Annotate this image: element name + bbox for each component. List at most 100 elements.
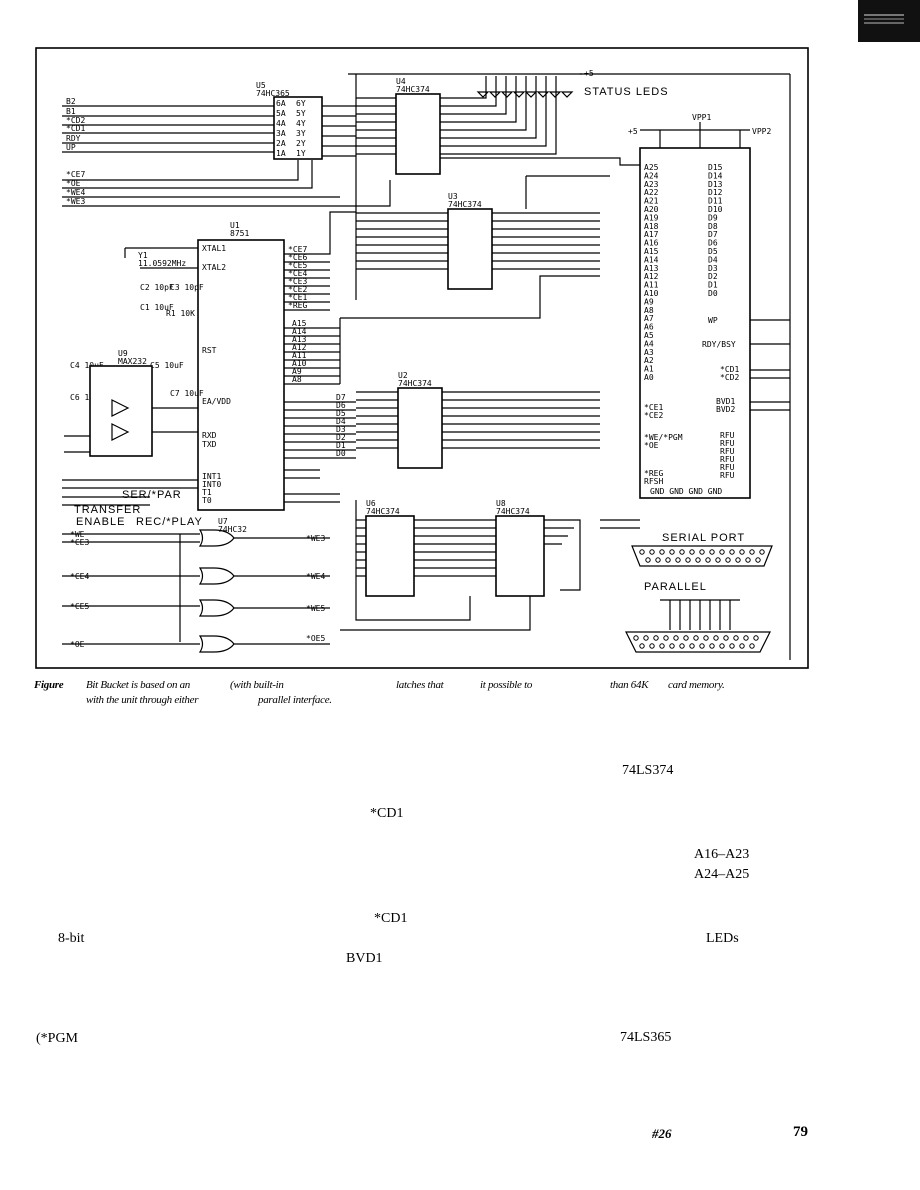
j1-pin-a6: A6 — [644, 323, 654, 332]
corner-scan-artifact — [858, 0, 920, 42]
svg-text:*CE7: *CE7 — [288, 245, 307, 254]
j1-pin-a20: A20 — [644, 205, 659, 214]
body-fragment-4: A24–A25 — [694, 867, 750, 882]
page-number: 79 — [793, 1124, 808, 1140]
body-fragment-10: (*PGM — [36, 1031, 79, 1046]
j1-pin-d1: D1 — [708, 281, 718, 290]
j1-pin-d10: D10 — [708, 205, 723, 214]
svg-text:2A: 2A — [276, 139, 286, 148]
svg-text:REC/*PLAY: REC/*PLAY — [136, 516, 203, 528]
u9-ref: U9 — [118, 349, 128, 358]
u3-ref: U3 — [448, 192, 458, 201]
svg-text:*WE3: *WE3 — [306, 534, 325, 543]
j1-pin-a9: A9 — [644, 297, 654, 306]
svg-text:RDY/BSY: RDY/BSY — [702, 340, 736, 349]
svg-text:5A: 5A — [276, 109, 286, 118]
caption-line1b: (with built-in — [230, 679, 284, 691]
svg-text:TXD: TXD — [202, 440, 217, 449]
svg-text:TRANSFER: TRANSFER — [74, 504, 141, 516]
body-fragment-1: 74LS374 — [622, 763, 674, 778]
svg-text:*CD2: *CD2 — [720, 373, 739, 382]
svg-text:*WE4: *WE4 — [306, 572, 325, 581]
issue-number: #26 — [652, 1126, 672, 1141]
u9-part: MAX232 — [118, 357, 147, 366]
svg-text:A11: A11 — [292, 351, 307, 360]
u4-chip — [395, 93, 441, 175]
svg-text:C5 10uF: C5 10uF — [150, 361, 184, 370]
body-fragment-3: A16–A23 — [694, 847, 750, 862]
svg-text:RFU: RFU — [720, 463, 735, 472]
svg-text:*CE5: *CE5 — [70, 602, 89, 611]
svg-text:*CD1: *CD1 — [66, 124, 85, 133]
u8-chip — [495, 515, 545, 597]
svg-text:*CE2: *CE2 — [644, 411, 663, 420]
svg-text:2Y: 2Y — [296, 139, 306, 148]
serial-pin — [645, 557, 651, 563]
svg-text:B1: B1 — [66, 107, 76, 116]
svg-text:*REG: *REG — [644, 469, 663, 478]
svg-text:RFU: RFU — [720, 455, 735, 464]
u5-pins: 6A 5A 4A 3A 2A 1A 6Y 5Y 4Y 3Y 2Y 1Y — [276, 99, 306, 158]
svg-text:3Y: 3Y — [296, 129, 306, 138]
serial-pin — [755, 557, 761, 563]
j1-gnd-label: GND GND GND GND — [650, 487, 722, 496]
serial-pin — [689, 549, 695, 555]
svg-text:*WE5: *WE5 — [306, 604, 325, 613]
j1-right-ctrl-labels: WP RDY/BSY *CD1 *CD2 BVD1 BVD2 RFU RFU R… — [702, 316, 739, 480]
svg-text:A9: A9 — [292, 367, 302, 376]
j1-pin-d8: D8 — [708, 222, 718, 231]
serial-pin — [679, 549, 685, 555]
serial-pin — [715, 557, 721, 563]
svg-text:D2: D2 — [336, 433, 346, 442]
svg-text:5Y: 5Y — [296, 109, 306, 118]
caption-line1e: than 64K — [610, 679, 649, 691]
u5-ref: U5 — [256, 81, 266, 90]
j1-pin-d2: D2 — [708, 272, 718, 281]
svg-text:*REG: *REG — [288, 301, 307, 310]
j1-ctrl-labels: *CE1 *CE2 *WE/*PGM *OE *REG RFSH — [644, 403, 683, 486]
j1-pin-a21: A21 — [644, 197, 659, 206]
parallel-pin — [649, 643, 655, 649]
u8-ref: U8 — [496, 499, 506, 508]
svg-text:D6: D6 — [336, 401, 346, 410]
j1-pin-a22: A22 — [644, 188, 659, 197]
u5-chip — [273, 96, 323, 160]
svg-text:1A: 1A — [276, 149, 286, 158]
j1-pin-d0: D0 — [708, 289, 718, 298]
u3-wires — [356, 175, 610, 270]
u2-chip — [397, 387, 443, 469]
svg-text:SER/*PAR: SER/*PAR — [122, 489, 182, 501]
parallel-pin — [699, 643, 705, 649]
u6-ref: U6 — [366, 499, 376, 508]
u2-part: 74HC374 — [398, 379, 432, 388]
u6-chip — [365, 515, 415, 597]
j1-pin-a17: A17 — [644, 230, 659, 239]
svg-text:B2: B2 — [66, 97, 76, 106]
body-fragment-5: 8-bit — [58, 931, 85, 946]
u1-port1-labels: *CE7 *CE6 *CE5 *CE4 *CE3 *CE2 *CE1 *REG — [288, 245, 307, 310]
serial-pin — [725, 557, 731, 563]
serial-pin — [655, 557, 661, 563]
u3-part: 74HC374 — [448, 200, 482, 209]
u2-wires — [356, 391, 600, 449]
body-fragment-9: 74LS365 — [620, 1030, 672, 1045]
svg-text:R1 10K: R1 10K — [166, 309, 195, 318]
parallel-pin — [663, 635, 669, 641]
j1-pin-d3: D3 — [708, 264, 718, 273]
svg-text:T0: T0 — [202, 496, 212, 505]
svg-text:*CE3: *CE3 — [70, 538, 89, 547]
j1-pin-a3: A3 — [644, 348, 654, 357]
body-fragment-2: *CD1 — [370, 806, 404, 821]
parallel-pin — [643, 635, 649, 641]
j1-pin-a23: A23 — [644, 180, 659, 189]
u5-input-wires — [62, 105, 391, 207]
j1-pin-a14: A14 — [644, 255, 659, 264]
j1-top-wires — [640, 122, 750, 148]
serial-pin — [669, 549, 675, 555]
svg-text:*CE1: *CE1 — [288, 293, 307, 302]
serial-pin — [735, 557, 741, 563]
svg-text:BVD1: BVD1 — [716, 397, 735, 406]
svg-text:RFU: RFU — [720, 431, 735, 440]
j1-pin-a13: A13 — [644, 264, 659, 273]
